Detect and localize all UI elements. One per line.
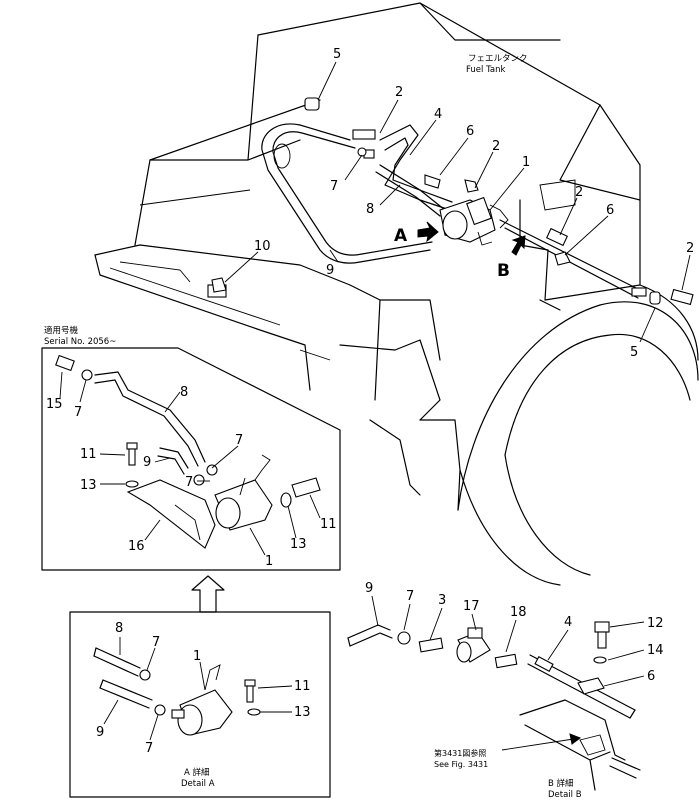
serial-box-parts: [55, 354, 321, 549]
callout-5-bottom: 5: [630, 345, 638, 360]
callout-13-a: 13: [294, 705, 311, 720]
callout-15: 15: [46, 397, 63, 412]
callout-3: 3: [438, 593, 446, 608]
callout-11-s2: 11: [320, 517, 337, 532]
serial-box-frame: [41, 347, 341, 571]
see-fig-label-jp: 第3431図参照: [434, 748, 486, 758]
callout-16: 16: [128, 539, 145, 554]
callout-7-b: 7: [406, 589, 414, 604]
callout-1-main: 1: [522, 155, 530, 170]
callout-2-a: 2: [395, 85, 403, 100]
serial-box-callouts: 15 7 8 11 9 7 13 7 16 1 13 11: [46, 371, 337, 569]
detail-a-callouts: 8 7 1 9 7 11 13: [96, 621, 311, 756]
callout-18: 18: [510, 605, 527, 620]
callout-2-d: 2: [686, 241, 694, 256]
main-callouts: 5 2 4 6 2 1 7 8 2 6 2 9 10 5: [224, 47, 694, 360]
fuel-tank-label-en: Fuel Tank: [466, 65, 505, 75]
callout-5-top: 5: [333, 47, 341, 62]
view-arrows: A B: [394, 221, 526, 281]
callout-7-s1: 7: [74, 405, 82, 420]
serial-label-jp: 適用号機: [44, 325, 79, 336]
callout-7-s3: 7: [185, 475, 193, 490]
up-arrow: [191, 575, 225, 613]
callout-7-a1: 7: [152, 635, 160, 650]
callout-9-main: 9: [326, 263, 334, 278]
callout-6-a: 6: [466, 124, 474, 139]
detail-b-label-en: Detail B: [548, 790, 582, 800]
callout-13-s2: 13: [290, 537, 307, 552]
callout-2-c: 2: [575, 185, 583, 200]
callout-6-b: 6: [606, 203, 614, 218]
callout-11-s1: 11: [80, 447, 97, 462]
detail-b-callouts: 9 7 3 17 18 4 12 14 6: [365, 581, 664, 751]
detail-b-parts: [347, 621, 641, 791]
callout-7-a2: 7: [145, 741, 153, 756]
callout-7-main: 7: [330, 179, 338, 194]
view-label-a: A: [394, 226, 408, 246]
detail-a-label-en: Detail A: [181, 779, 215, 789]
fuel-tank-label-jp: フェエルタンク: [468, 54, 528, 64]
callout-10: 10: [254, 239, 271, 254]
callout-2-b: 2: [492, 139, 500, 154]
detail-a-parts: [93, 647, 261, 736]
callout-8-main: 8: [366, 202, 374, 217]
callout-17: 17: [463, 599, 480, 614]
callout-9-s: 9: [143, 455, 151, 470]
detail-b-label-jp: B 詳細: [548, 778, 574, 789]
callout-14: 14: [647, 643, 664, 658]
callout-8-s: 8: [180, 385, 188, 400]
machine-body: [94, 2, 699, 586]
callout-9-a: 9: [96, 725, 104, 740]
callout-1-a: 1: [193, 649, 201, 664]
callout-13-s1: 13: [80, 478, 97, 493]
view-label-b: B: [497, 261, 510, 281]
detail-a-frame: [69, 611, 331, 798]
detail-a-label-jp: A 詳細: [184, 767, 210, 778]
serial-label-en: Serial No. 2056~: [44, 337, 116, 347]
callout-8-a: 8: [115, 621, 123, 636]
see-fig-label-en: See Fig. 3431: [434, 760, 488, 769]
fuel-pump-main: [207, 97, 694, 306]
callout-6-b: 6: [647, 669, 655, 684]
callout-11-a: 11: [294, 679, 311, 694]
callout-1-s: 1: [265, 554, 273, 569]
callout-7-s2: 7: [235, 433, 243, 448]
callout-9-b: 9: [365, 581, 373, 596]
callout-12: 12: [647, 616, 664, 631]
callout-4-b: 4: [564, 615, 572, 630]
callout-4: 4: [434, 107, 442, 122]
fuel-lines-main: [261, 123, 641, 299]
